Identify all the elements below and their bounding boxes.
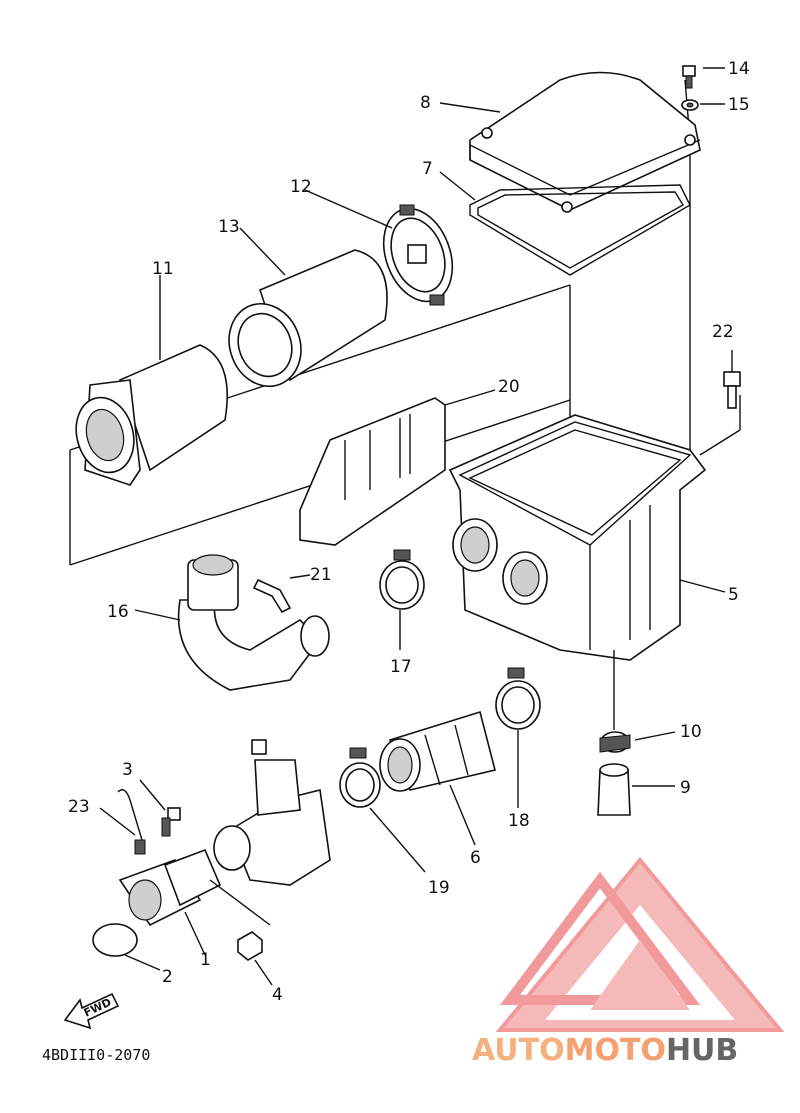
part-5-case: [448, 414, 707, 661]
callout-14: 14: [728, 59, 750, 79]
part-20-plate: [299, 397, 446, 546]
svg-text:AUTOMOTOHUB: AUTOMOTOHUB: [472, 1033, 738, 1068]
part-17-clamp: [379, 549, 425, 610]
callout-5: 5: [728, 585, 739, 605]
callout-21: 21: [310, 565, 332, 585]
watermark-text-moto: MOTO: [565, 1033, 666, 1068]
callout-20: 20: [498, 377, 520, 397]
watermark-text-auto: AUTO: [472, 1033, 565, 1068]
watermark-logo: [495, 856, 785, 1032]
part-15-washer: [681, 99, 699, 111]
callout-10: 10: [680, 722, 702, 742]
callout-13: 13: [218, 217, 240, 237]
watermark-text-hub: HUB: [666, 1033, 738, 1068]
leader-lines: [99, 67, 733, 986]
part-23-clip: [117, 789, 146, 855]
part-6-joint: [379, 710, 496, 792]
callout-16: 16: [107, 602, 129, 622]
callout-9: 9: [680, 778, 691, 798]
part-18-clamp: [495, 667, 541, 730]
part-19-clamp: [339, 747, 381, 808]
callout-22: 22: [712, 322, 734, 342]
part-1-manifold: [118, 848, 222, 927]
fwd-arrow: FWD: [63, 992, 120, 1030]
part-8-cover: [469, 71, 701, 213]
part-21-hose: [252, 578, 292, 614]
callout-17: 17: [390, 657, 412, 677]
part-16-duct: [177, 554, 330, 691]
callout-11: 11: [152, 259, 174, 279]
callout-labels: 1 2 3 4 5 6 7 8 9 10 11 12 13 14 15 16 1…: [68, 59, 750, 1005]
callout-18: 18: [508, 811, 530, 831]
part-4-nut: [237, 931, 263, 961]
part-2-gasket: [92, 923, 138, 957]
diagram-code: 4BDIII0-2070: [42, 1046, 150, 1064]
part-22-bolt: [723, 371, 741, 409]
part-9-drain-cap: [597, 763, 631, 816]
part-12-plate: [382, 204, 454, 306]
callout-8: 8: [420, 93, 431, 113]
part-14-bolt: [682, 65, 696, 89]
carburetor: [213, 739, 331, 886]
part-13-filter-element: [228, 249, 388, 388]
part-11-filter-guide: [75, 344, 228, 486]
part-10-clip: [599, 731, 631, 753]
callout-23: 23: [68, 797, 90, 817]
callout-3: 3: [122, 760, 133, 780]
callout-12: 12: [290, 177, 312, 197]
callout-6: 6: [470, 848, 481, 868]
part-7-gasket: [469, 184, 691, 276]
callout-15: 15: [728, 95, 750, 115]
part-3-screw: [161, 807, 181, 837]
callout-4: 4: [272, 985, 283, 1005]
callout-19: 19: [428, 878, 450, 898]
callout-7: 7: [422, 159, 433, 179]
callout-1: 1: [200, 950, 211, 970]
callout-2: 2: [162, 967, 173, 987]
